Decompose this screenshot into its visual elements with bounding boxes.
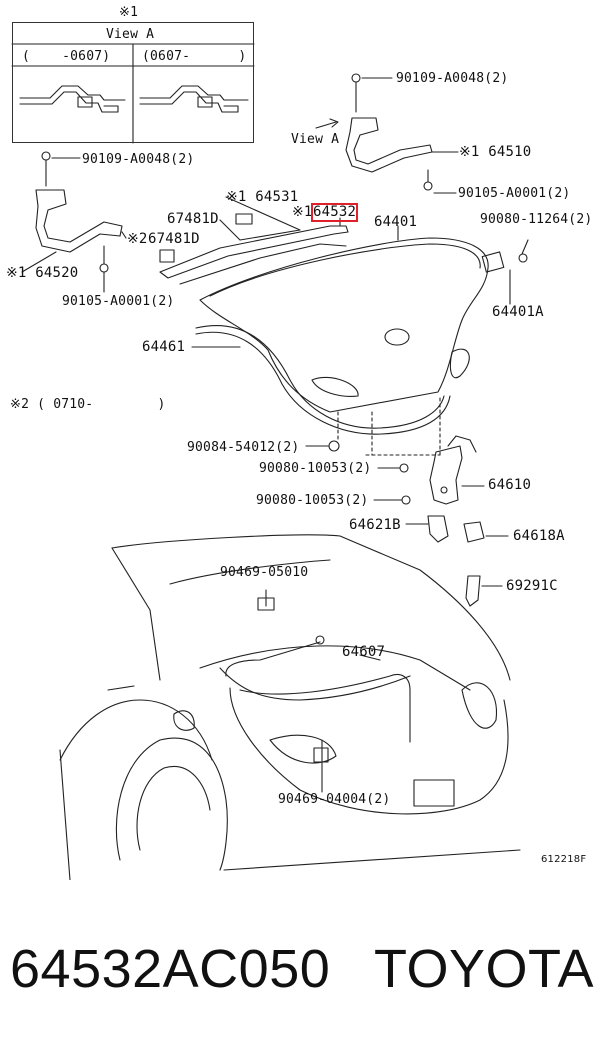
label-64461: 64461	[142, 339, 186, 355]
label-67481d-b: 67481D	[148, 231, 200, 247]
label-64610: 64610	[488, 477, 532, 493]
label-90105-left: 90105-A0001(2)	[62, 294, 175, 309]
label-64621b: 64621B	[349, 517, 401, 533]
diagram-drawing	[11, 43, 529, 880]
label-67481d-b-prefix: ※2	[127, 231, 148, 247]
brand-name: TOYOTA	[374, 939, 595, 999]
label-64401: 64401	[374, 214, 418, 230]
label-64532-prefix: ※1	[292, 204, 313, 220]
label-90080-11264: 90080-11264(2)	[480, 212, 593, 227]
label-64532-highlighted: 64532	[310, 203, 359, 222]
label-64618a: 64618A	[513, 528, 565, 544]
label-90105-right: 90105-A0001(2)	[458, 186, 571, 201]
parts-diagram: ※1 View A ( -0607) (0607- ) 90109-A0048(…	[6, 5, 593, 880]
label-67481d-a: 67481D	[167, 211, 219, 227]
label-64510: ※1 64510	[459, 144, 532, 160]
label-90084-54012: 90084-54012(2)	[187, 440, 300, 455]
label-64531: ※1 64531	[226, 189, 299, 205]
view-a-col-right: (0607- )	[142, 49, 247, 64]
label-90109-left: 90109-A0048(2)	[82, 152, 195, 167]
view-a-box	[12, 22, 254, 143]
part-number: 64532AC050	[10, 939, 331, 999]
label-note2: ※2 ( 0710- )	[10, 397, 166, 412]
label-90469-05010: 90469-05010	[220, 565, 309, 580]
view-a-note-mark: ※1	[119, 5, 139, 20]
label-64520: ※1 64520	[6, 265, 79, 281]
label-90109-top: 90109-A0048(2)	[396, 71, 509, 86]
label-view-a-arrow: View A	[291, 132, 340, 147]
label-90080-10053-a: 90080-10053(2)	[259, 461, 372, 476]
diagram-ref-code: 612218F	[541, 854, 587, 865]
label-64401a: 64401A	[492, 304, 544, 320]
label-90469-04004: 90469-04004(2)	[278, 792, 391, 807]
label-69291c: 69291C	[506, 578, 558, 594]
view-a-col-left: ( -0607)	[22, 49, 111, 64]
label-90080-10053-b: 90080-10053(2)	[256, 493, 369, 508]
label-64607: 64607	[342, 644, 386, 660]
view-a-title: View A	[106, 27, 155, 42]
